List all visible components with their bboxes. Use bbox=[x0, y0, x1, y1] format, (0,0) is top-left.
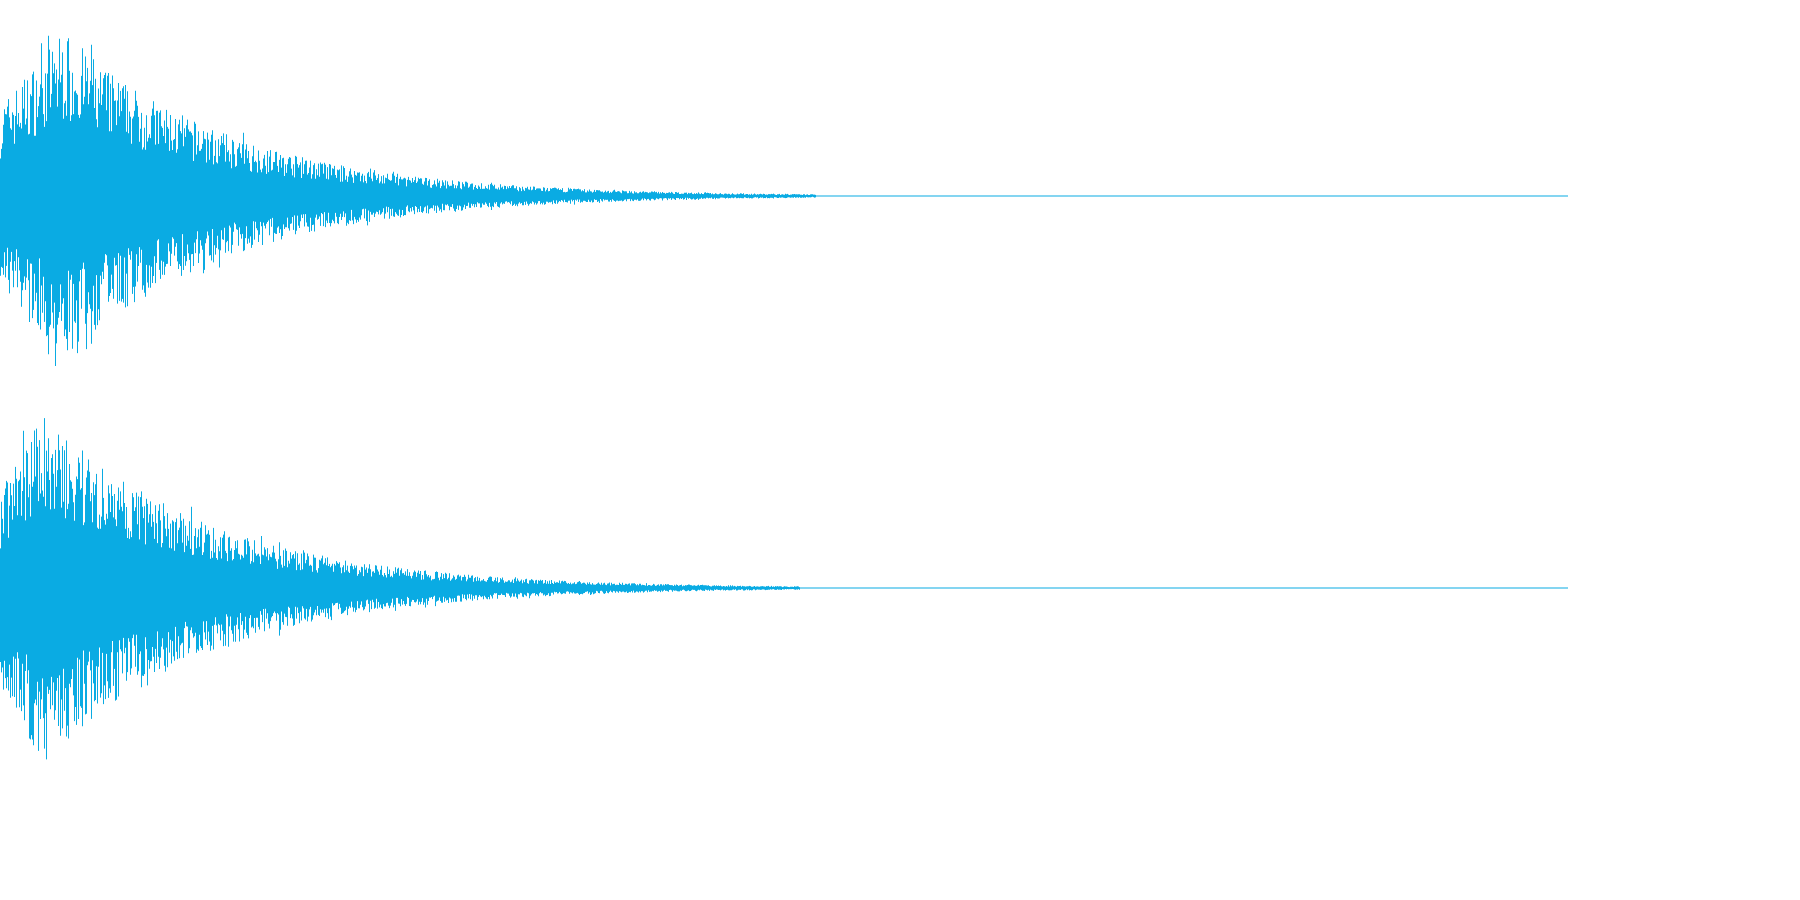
waveform-channel-left[interactable] bbox=[0, 20, 1568, 375]
channel-right-waveform bbox=[0, 418, 800, 760]
waveform-channel-right[interactable] bbox=[0, 410, 1568, 765]
channel-left-waveform bbox=[0, 35, 816, 366]
